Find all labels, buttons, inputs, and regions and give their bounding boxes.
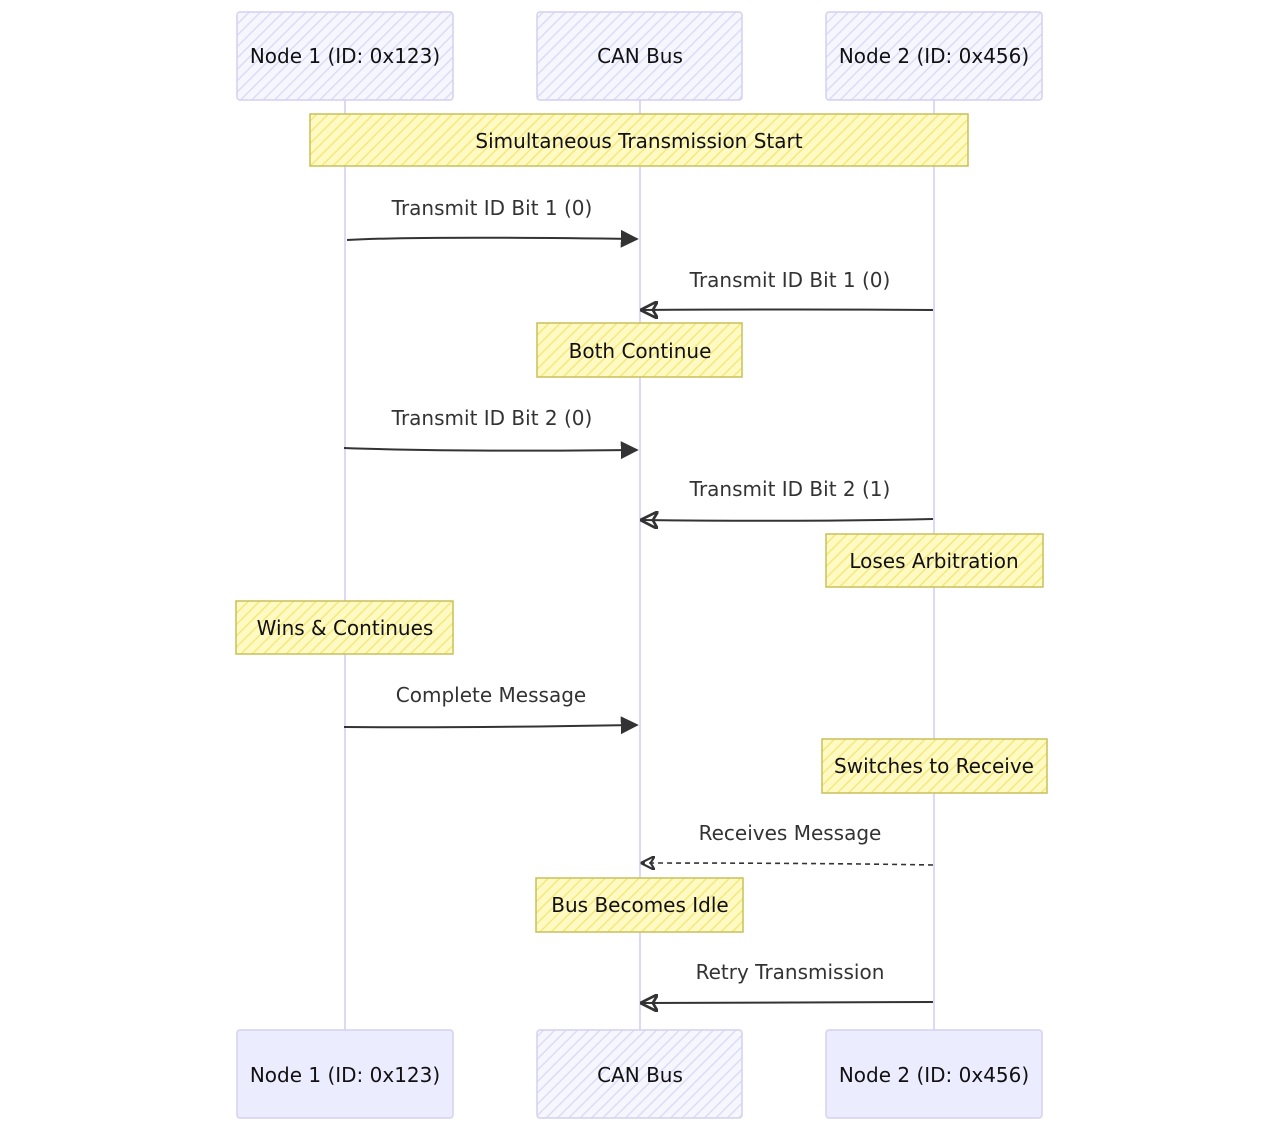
note-loses-arbitration: Loses Arbitration xyxy=(825,533,1044,588)
actor-label: CAN Bus xyxy=(597,1063,683,1087)
message-arrow xyxy=(346,229,639,248)
actor-box xyxy=(236,1029,454,1119)
actor-label: Node 1 (ID: 0x123) xyxy=(250,1063,440,1087)
note-label: Bus Becomes Idle xyxy=(551,893,728,917)
note-box xyxy=(536,322,743,378)
message-label: Receives Message xyxy=(699,821,882,845)
actor-box xyxy=(825,11,1043,101)
note-label: Both Continue xyxy=(569,339,712,363)
message-node2-bit2: Transmit ID Bit 2 (1) xyxy=(642,477,934,521)
message-retry-transmission: Retry Transmission xyxy=(642,960,934,1003)
message-arrow xyxy=(642,863,934,865)
actor-label: CAN Bus xyxy=(597,44,683,68)
actor-node1-bottom[interactable]: Node 1 (ID: 0x123) xyxy=(236,1029,454,1119)
note-switches-receive: Switches to Receive xyxy=(821,738,1048,794)
note-label: Wins & Continues xyxy=(257,616,434,640)
note-box xyxy=(535,877,744,933)
message-complete-message: Complete Message xyxy=(343,683,639,735)
actor-bus-top[interactable]: CAN Bus xyxy=(536,11,743,101)
message-receives-message: Receives Message xyxy=(642,821,934,865)
message-arrow xyxy=(642,519,934,521)
note-box xyxy=(309,113,969,167)
message-label: Retry Transmission xyxy=(696,960,885,984)
message-node1-bit2: Transmit ID Bit 2 (0) xyxy=(343,406,639,460)
message-arrow xyxy=(343,716,639,735)
message-label: Complete Message xyxy=(396,683,586,707)
note-wins-continues: Wins & Continues xyxy=(235,600,454,655)
actor-box xyxy=(236,11,454,101)
note-both-continue: Both Continue xyxy=(536,322,743,378)
message-arrow xyxy=(642,1002,934,1003)
message-label: Transmit ID Bit 1 (0) xyxy=(391,196,593,220)
message-label: Transmit ID Bit 1 (0) xyxy=(689,268,891,292)
actor-node1-top[interactable]: Node 1 (ID: 0x123) xyxy=(236,11,454,101)
note-label: Simultaneous Transmission Start xyxy=(475,129,802,153)
message-node1-bit1: Transmit ID Bit 1 (0) xyxy=(346,196,639,248)
note-bus-idle: Bus Becomes Idle xyxy=(535,877,744,933)
actor-bus-bottom[interactable]: CAN Bus xyxy=(536,1029,743,1119)
note-box xyxy=(235,600,454,655)
actor-node2-top[interactable]: Node 2 (ID: 0x456) xyxy=(825,11,1043,101)
actor-label: Node 2 (ID: 0x456) xyxy=(839,1063,1029,1087)
actor-node2-bottom[interactable]: Node 2 (ID: 0x456) xyxy=(825,1029,1043,1119)
note-simultaneous-start: Simultaneous Transmission Start xyxy=(309,113,969,167)
message-node2-bit1: Transmit ID Bit 1 (0) xyxy=(642,268,934,311)
message-label: Transmit ID Bit 2 (1) xyxy=(689,477,891,501)
actor-box xyxy=(825,1029,1043,1119)
actor-label: Node 1 (ID: 0x123) xyxy=(250,44,440,68)
note-label: Switches to Receive xyxy=(834,754,1034,778)
note-box xyxy=(825,533,1044,588)
actor-label: Node 2 (ID: 0x456) xyxy=(839,44,1029,68)
actor-box xyxy=(536,1029,743,1119)
note-box xyxy=(821,738,1048,794)
message-arrow xyxy=(343,441,639,460)
message-label: Transmit ID Bit 2 (0) xyxy=(391,406,593,430)
message-arrow xyxy=(642,310,934,311)
note-label: Loses Arbitration xyxy=(849,549,1018,573)
actor-box xyxy=(536,11,743,101)
